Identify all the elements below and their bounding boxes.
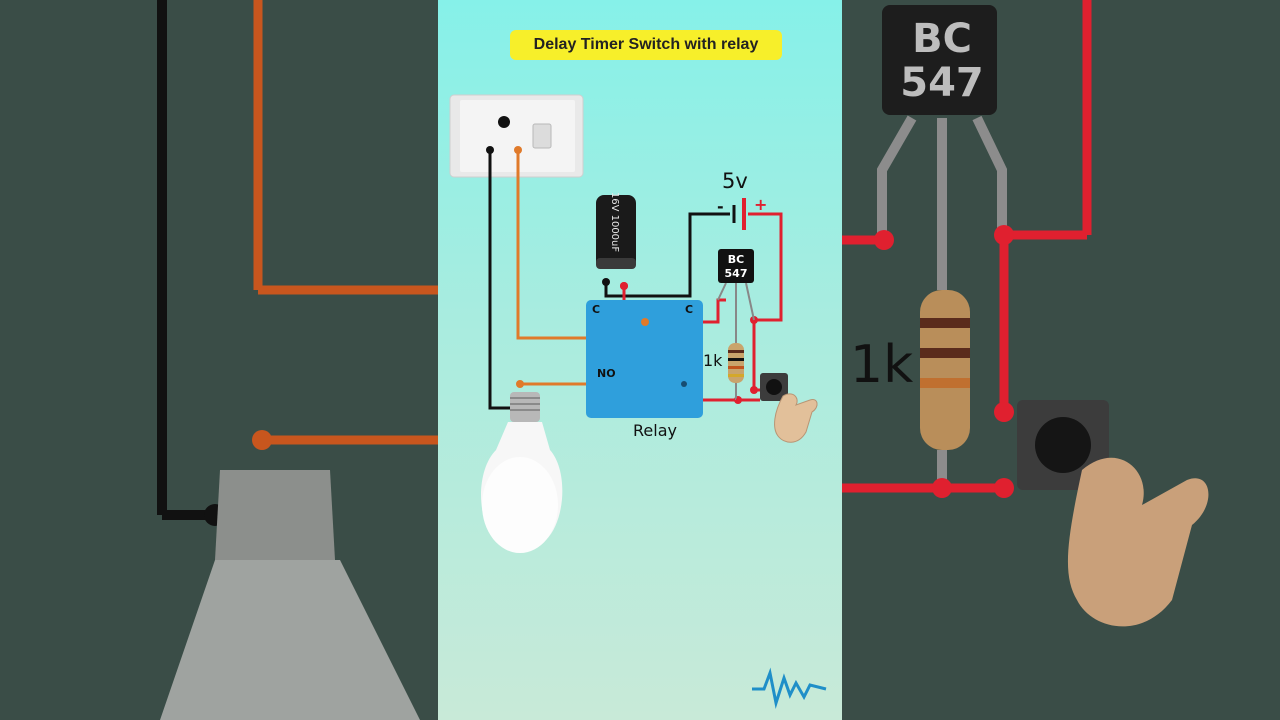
background-right-panel: BC 547 — [842, 0, 1280, 720]
supply-voltage-label: 5v — [722, 169, 748, 193]
transistor-icon: BC 547 — [718, 249, 754, 283]
relay-common-right-label: C — [685, 303, 693, 316]
bg-transistor-label-line2: 547 — [900, 60, 984, 106]
background-left-illustration — [157, 0, 438, 720]
main-diagram-panel: Delay Timer Switch with relay — [438, 0, 842, 720]
background-left-panel — [0, 0, 438, 720]
hand-pointer-icon — [774, 393, 818, 443]
push-button-icon[interactable] — [760, 373, 788, 401]
relay-common-left-label: C — [592, 303, 600, 316]
relay-icon: C C NO — [586, 300, 703, 418]
transistor-label-line1: BC — [728, 253, 744, 266]
relay-label: Relay — [633, 421, 677, 440]
light-bulb-icon — [481, 392, 563, 553]
transistor-label-line2: 547 — [725, 267, 748, 280]
resistor-value-label: 1k — [703, 351, 723, 370]
capacitor-label: 16V 1000uF — [609, 192, 620, 253]
bg-resistor-label: 1k — [850, 335, 914, 395]
relay-no-label: NO — [597, 367, 616, 380]
brand-logo-icon — [752, 667, 827, 709]
battery-minus-label: - — [717, 197, 724, 216]
capacitor-icon: 16V 1000uF — [596, 192, 636, 269]
page-title: Delay Timer Switch with relay — [510, 30, 782, 60]
bg-transistor-label-line1: BC — [912, 16, 972, 62]
battery-plus-label: + — [754, 195, 767, 214]
background-right-illustration: BC 547 — [842, 0, 1209, 627]
battery-icon: - + — [717, 195, 767, 230]
circuit-diagram: 16V 1000uF - + BC 547 C C — [449, 94, 827, 709]
resistor-icon — [728, 343, 744, 383]
